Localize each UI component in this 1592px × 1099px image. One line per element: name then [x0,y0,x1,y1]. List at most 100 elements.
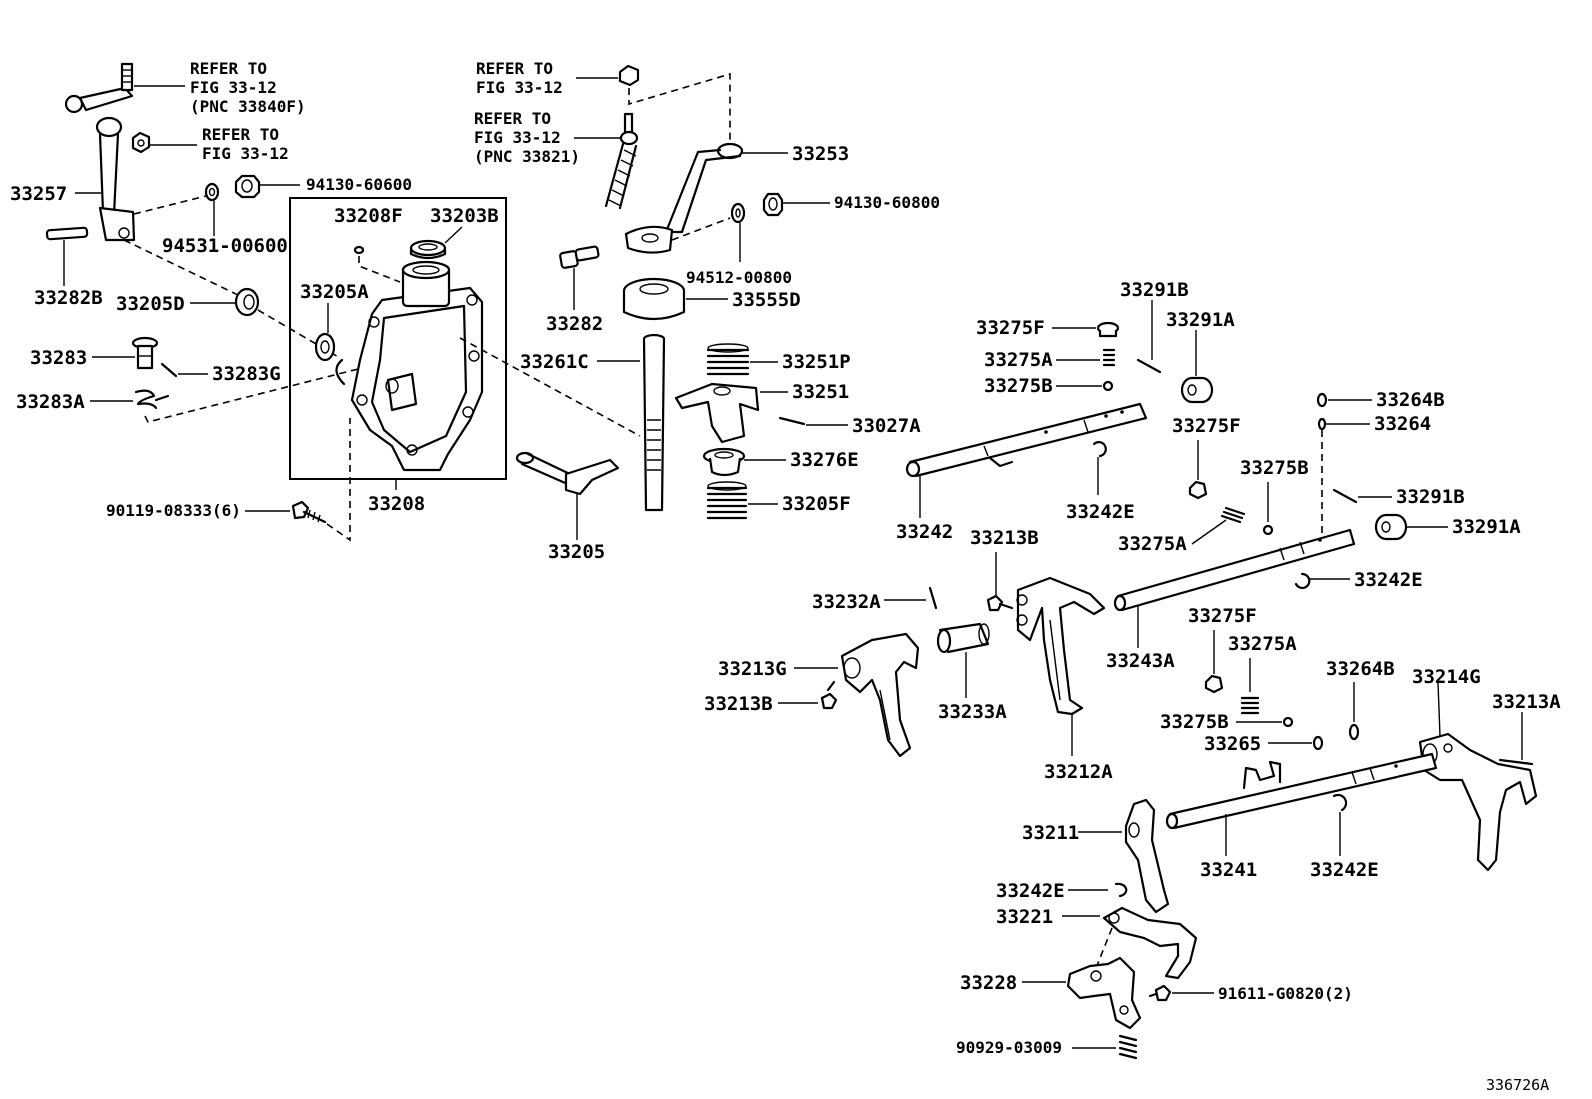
shaft-33241-part[interactable] [1165,752,1438,830]
label-33275b-mid: 33275B [1240,457,1309,479]
label-33275a-mid: 33275A [1118,533,1187,555]
label-33253: 33253 [792,143,849,165]
boot-33555d-part[interactable] [622,277,686,321]
pin-33282-part[interactable] [559,245,600,269]
nut-94130-60800-part[interactable] [762,192,784,217]
plug-33265-part[interactable] [1312,735,1324,751]
ball-33275b-top-part[interactable] [1102,380,1114,392]
refer-nut-left-line1: REFER TO [202,125,279,144]
shaft-33243a-part[interactable] [1113,528,1356,612]
label-33205a: 33205A [300,281,369,303]
oil-seal-33205d-part[interactable] [234,287,260,317]
spring-33275a-top-part[interactable] [1102,348,1116,367]
shift-housing-33208-part[interactable] [335,260,484,472]
refer-select-cable-line3: (PNC 33821) [474,147,580,166]
lever-33211-part[interactable] [1124,798,1170,914]
lever-33205-part[interactable] [515,451,620,496]
fork-33214g-part[interactable] [1418,732,1538,872]
shift-lever-part[interactable] [95,116,136,242]
label-33242: 33242 [896,521,953,543]
label-33275a-low: 33275A [1228,633,1297,655]
label-33251: 33251 [792,381,849,403]
snap-ring-33242e-left-part[interactable] [1114,882,1128,898]
label-33241: 33241 [1200,859,1257,881]
washer-94531-part[interactable] [204,182,220,202]
washer-94512-part[interactable] [730,202,746,224]
select-cable-end-part[interactable] [604,112,639,210]
label-33283a: 33283A [16,391,85,413]
label-33027a: 33027A [852,415,921,437]
seal-33203b-part[interactable] [409,239,447,260]
pin-33027a-part[interactable] [778,416,806,426]
plug-33264b-low-part[interactable] [1348,723,1360,741]
pin-33232a-part[interactable] [928,586,938,610]
label-90119-08333: 90119-08333(6) [106,501,241,520]
housing-assembly-frame [289,197,507,480]
label-33243a: 33243A [1106,650,1175,672]
collar-33291a-top-part[interactable] [1180,376,1214,404]
cable-nut-part[interactable] [131,131,151,154]
interlock-33251-part[interactable] [674,382,760,444]
spring-33251p-part[interactable] [706,343,750,376]
label-33211: 33211 [1022,822,1079,844]
plug-33264-part[interactable] [1317,417,1327,431]
collar-33291a-mid-part[interactable] [1374,513,1408,541]
spring-33275a-mid-part[interactable] [1220,506,1246,524]
bolt-33213b-left-part[interactable] [820,680,838,710]
nut-94130-60600-part[interactable] [234,174,261,199]
block-33233a-part[interactable] [936,622,990,654]
figure-number: 336726A [1486,1076,1549,1094]
shaft-33242-part[interactable] [905,402,1148,478]
label-33276e: 33276E [790,449,859,471]
plug-33264b-top-part[interactable] [1316,392,1328,408]
bolt-33283-part[interactable] [131,336,159,370]
label-33275b-low: 33275B [1160,711,1229,733]
pin-33213a-part[interactable] [1498,758,1534,766]
pin-33282b-part[interactable] [45,226,89,241]
lever-33221-part[interactable] [1102,906,1198,980]
label-33242e-top: 33242E [1066,501,1135,523]
lever-33228-part[interactable] [1066,956,1142,1030]
spring-33283a-part[interactable] [134,389,170,410]
plug-33208f-part[interactable] [353,245,365,255]
label-94130-60600: 94130-60600 [306,175,412,194]
fork-33212a-part[interactable] [1016,576,1106,716]
label-33555d: 33555D [732,289,801,311]
shaft-33261c-part[interactable] [642,333,666,512]
bolt-90119-part[interactable] [291,500,327,524]
snap-ring-33242e-top-part[interactable] [1092,441,1107,458]
bearing-33205a-part[interactable] [314,332,336,362]
label-94512-00800: 94512-00800 [686,268,792,287]
label-90929-03009: 90929-03009 [956,1038,1062,1057]
label-91611-g0820: 91611-G0820(2) [1218,984,1353,1003]
label-33242e-low: 33242E [1310,859,1379,881]
spring-33275a-low-part[interactable] [1240,696,1260,715]
fork-33213g-part[interactable] [840,632,920,758]
shift-cable-end-part[interactable] [64,62,134,114]
label-33264b-top: 33264B [1376,389,1445,411]
ball-33275b-low-part[interactable] [1282,716,1294,728]
plug-33275f-low-part[interactable] [1204,674,1224,694]
ball-33275b-mid-part[interactable] [1262,524,1274,536]
pin-33291b-mid-part[interactable] [1332,488,1358,504]
bolt-91611-part[interactable] [1148,984,1172,1002]
spring-90929-part[interactable] [1118,1034,1138,1060]
top-nut-part[interactable] [618,64,640,87]
plug-33275f-mid-part[interactable] [1188,480,1208,500]
label-33265: 33265 [1204,733,1261,755]
pin-33283g-part[interactable] [160,362,178,378]
label-33275f-low: 33275F [1188,605,1257,627]
spring-33205f-part[interactable] [706,481,748,520]
bolt-33213b-top-part[interactable] [986,594,1014,612]
snap-ring-33242e-low-part[interactable] [1332,793,1348,812]
cup-33276e-part[interactable] [702,447,746,477]
label-33275f-top: 33275F [976,317,1045,339]
label-94531-00600: 94531-00600 [162,235,288,257]
select-lever-33253-part[interactable] [624,142,744,254]
plug-33275f-top-part[interactable] [1096,321,1120,338]
snap-ring-33242e-mid-part[interactable] [1294,572,1311,590]
label-33291b-mid: 33291B [1396,486,1465,508]
refer-shift-cable-line2: FIG 33-12 [190,78,277,97]
pin-33291b-top-part[interactable] [1136,358,1162,374]
